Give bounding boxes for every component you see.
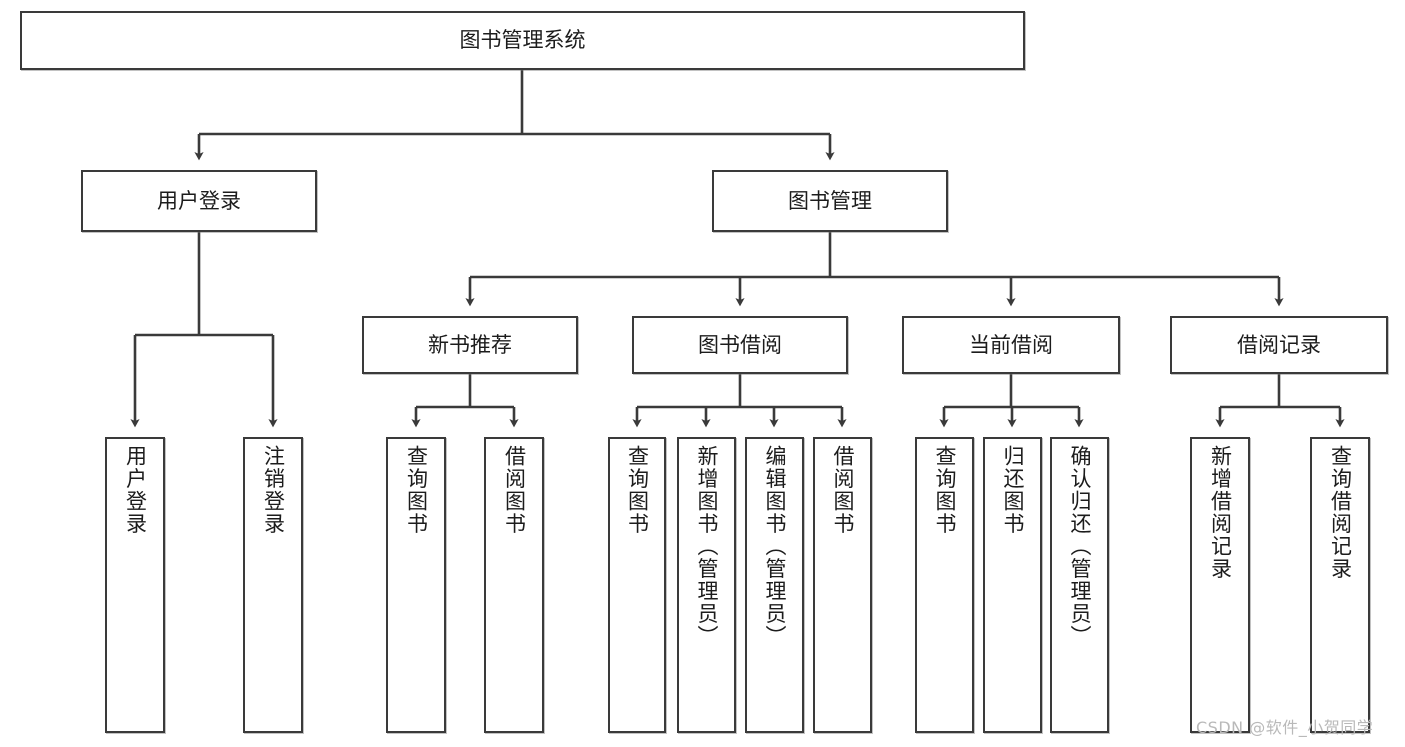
node-label: 借阅图书 bbox=[831, 445, 855, 535]
node-leaf-rec-query-book[interactable]: 查询图书 bbox=[386, 437, 446, 733]
node-root-system[interactable]: 图书管理系统 bbox=[20, 11, 1025, 70]
node-leaf-user-login[interactable]: 用户登录 bbox=[105, 437, 165, 733]
node-label: 图书管理系统 bbox=[459, 28, 586, 53]
node-label: 用户登录 bbox=[157, 188, 241, 213]
node-label: 图书借阅 bbox=[698, 332, 782, 357]
node-label: 当前借阅 bbox=[969, 332, 1053, 357]
node-leaf-current-query-book[interactable]: 查询图书 bbox=[915, 437, 974, 733]
node-label: 查询图书 bbox=[404, 445, 429, 535]
node-leaf-record-add[interactable]: 新增借阅记录 bbox=[1190, 437, 1250, 733]
node-label: 新增借阅记录 bbox=[1208, 445, 1233, 580]
node-new-book-rec[interactable]: 新书推荐 bbox=[362, 316, 578, 374]
node-label: 借阅图书 bbox=[502, 445, 527, 535]
node-borrow-record[interactable]: 借阅记录 bbox=[1170, 316, 1388, 374]
node-label: 查询图书 bbox=[933, 445, 957, 535]
node-leaf-user-logout[interactable]: 注销登录 bbox=[243, 437, 303, 733]
node-leaf-borrow-query-book[interactable]: 查询图书 bbox=[608, 437, 666, 733]
node-leaf-record-query[interactable]: 查询借阅记录 bbox=[1310, 437, 1370, 733]
watermark-text: CSDN @软件_小贺同学 bbox=[1196, 718, 1374, 737]
node-current-borrow[interactable]: 当前借阅 bbox=[902, 316, 1120, 374]
node-label: 查询借阅记录 bbox=[1328, 445, 1353, 580]
node-label: 注销登录 bbox=[261, 445, 286, 535]
node-leaf-borrow-edit-book[interactable]: 编辑图书（管理员） bbox=[745, 437, 804, 733]
node-label: 查询图书 bbox=[625, 445, 650, 535]
node-book-borrow[interactable]: 图书借阅 bbox=[632, 316, 848, 374]
node-leaf-rec-borrow-book[interactable]: 借阅图书 bbox=[484, 437, 544, 733]
node-leaf-borrow-borrow-book[interactable]: 借阅图书 bbox=[813, 437, 872, 733]
node-book-manage[interactable]: 图书管理 bbox=[712, 170, 948, 232]
node-leaf-current-confirm-return[interactable]: 确认归还（管理员） bbox=[1050, 437, 1109, 733]
node-user-login[interactable]: 用户登录 bbox=[81, 170, 317, 232]
node-label: 图书管理 bbox=[788, 188, 872, 213]
node-label: 新书推荐 bbox=[428, 332, 512, 357]
node-label: 新增图书（管理员） bbox=[695, 445, 719, 648]
node-label: 编辑图书（管理员） bbox=[763, 445, 787, 648]
node-label: 借阅记录 bbox=[1237, 332, 1321, 357]
node-label: 归还图书 bbox=[1001, 445, 1025, 535]
node-label: 用户登录 bbox=[123, 445, 148, 535]
node-leaf-current-return-book[interactable]: 归还图书 bbox=[983, 437, 1042, 733]
node-label: 确认归还（管理员） bbox=[1068, 445, 1092, 648]
node-leaf-borrow-add-book[interactable]: 新增图书（管理员） bbox=[677, 437, 736, 733]
